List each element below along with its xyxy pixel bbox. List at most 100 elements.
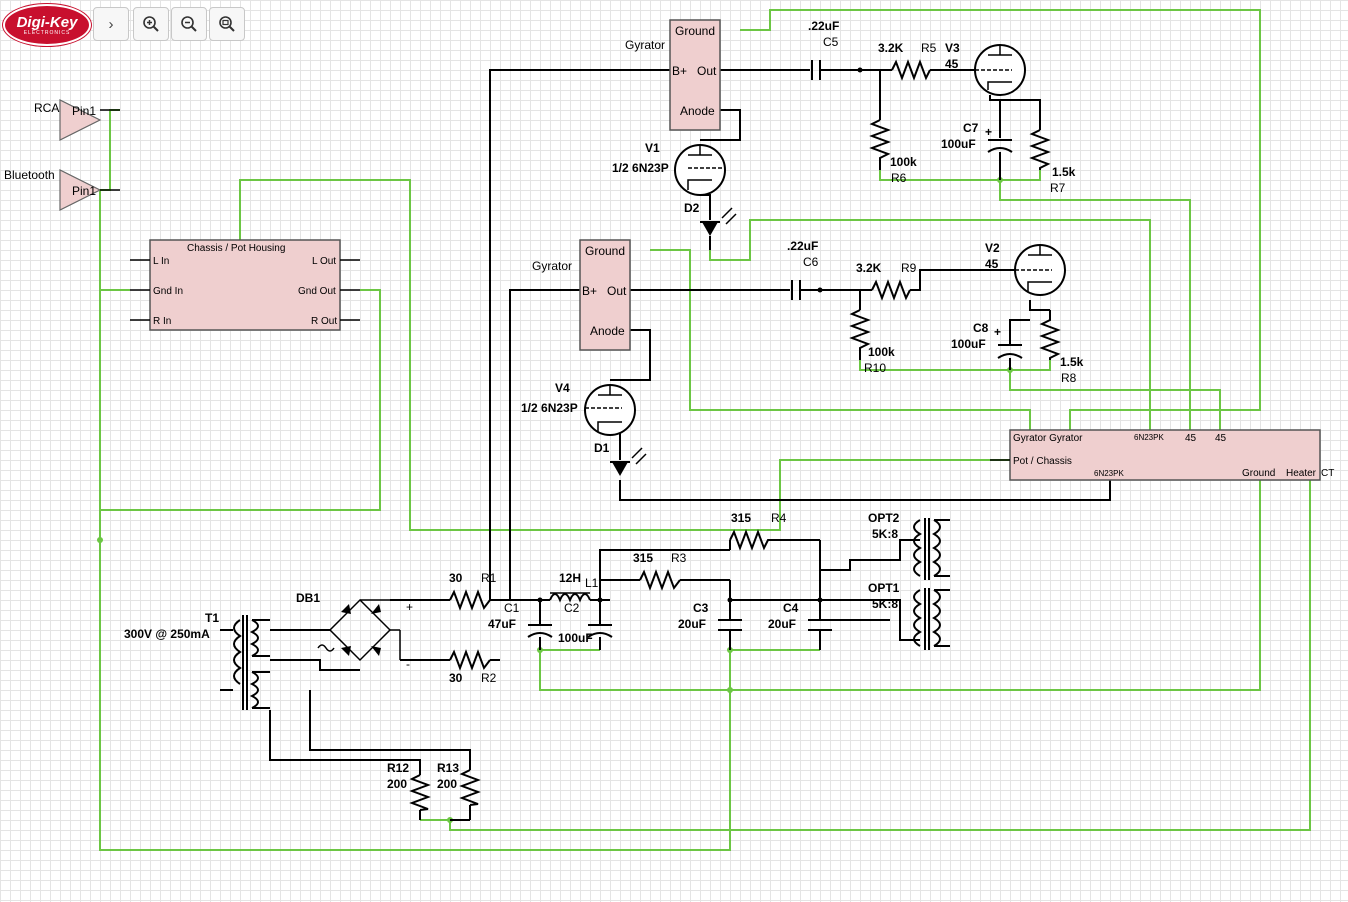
connector-ct: CT: [1321, 468, 1334, 479]
inductor-l1[interactable]: 12H L1: [549, 571, 599, 603]
capacitor-c1[interactable]: C1 47uF: [488, 601, 553, 650]
expand-button[interactable]: ›: [93, 7, 129, 41]
transformer-t1[interactable]: T1 300V @ 250mA: [124, 611, 270, 710]
l1-value: 12H: [559, 571, 581, 585]
led-d1[interactable]: D1: [594, 441, 647, 476]
chassis-l-out: L Out: [312, 256, 336, 267]
r5-value: 3.2K: [878, 41, 904, 55]
c6-value: .22uF: [787, 239, 818, 253]
db1-plus: +: [406, 600, 413, 614]
capacitor-c8[interactable]: + C8 100uF: [951, 321, 1023, 359]
output-transformer-opt2[interactable]: OPT2 5K:8: [868, 511, 950, 580]
resistor-r12[interactable]: R12 200: [387, 761, 431, 811]
gyrator-1-bplus: B+: [672, 64, 687, 78]
r9-value: 3.2K: [856, 261, 882, 275]
tube-v2[interactable]: V2 45: [985, 241, 1066, 296]
bluetooth-input[interactable]: Bluetooth Pin1: [4, 168, 120, 211]
r6-ref: R6: [891, 171, 907, 185]
v1-value: 1/2 6N23P: [612, 161, 669, 175]
resistor-r6[interactable]: 100k R6: [869, 119, 917, 185]
connector-6n23pk-top: 6N23PK: [1134, 433, 1164, 442]
bluetooth-label: Bluetooth: [4, 168, 55, 182]
logo-subtext: ELECTRONICS: [23, 29, 71, 36]
zoom-in-icon: [143, 16, 159, 32]
r4-value: 315: [731, 511, 751, 525]
resistor-r8[interactable]: 1.5k R8: [1039, 310, 1084, 385]
connector-block[interactable]: Gyrator Gyrator 6N23PK 45 45 Pot / Chass…: [990, 429, 1334, 481]
connector-heater: Heater: [1286, 468, 1317, 479]
zoom-out-button[interactable]: [171, 7, 207, 41]
gyrator-2-out: Out: [607, 284, 627, 298]
connector-ground: Ground: [1242, 468, 1275, 479]
c1-ref: C1: [504, 601, 520, 615]
zoom-in-button[interactable]: [133, 7, 169, 41]
opt2-value: 5K:8: [872, 527, 898, 541]
c1-value: 47uF: [488, 617, 516, 631]
c8-ref: C8: [973, 321, 989, 335]
chassis-pot-housing[interactable]: Chassis / Pot Housing L In Gnd In R In L…: [130, 239, 360, 331]
resistor-r2[interactable]: 30 R2: [449, 649, 497, 685]
v3-value: 45: [945, 57, 959, 71]
resistor-r9[interactable]: 3.2K R9: [856, 261, 917, 301]
resistor-r10[interactable]: 100k R10: [849, 309, 895, 375]
r13-value: 200: [437, 777, 457, 791]
connector-gyrator-gyrator: Gyrator Gyrator: [1013, 433, 1083, 444]
led-d2[interactable]: D2: [684, 201, 737, 250]
connector-45a: 45: [1185, 433, 1197, 444]
tube-v4[interactable]: V4 1/2 6N23P: [521, 381, 636, 436]
r12-value: 200: [387, 777, 407, 791]
capacitor-c7[interactable]: + C7 100uF: [941, 121, 1013, 153]
signal-wires: [269, 67, 1111, 821]
opt2-ref: OPT2: [868, 511, 900, 525]
rca-label: RCA: [34, 101, 59, 115]
resistor-r4[interactable]: 315 R4: [729, 511, 787, 551]
db1-minus: -: [406, 657, 410, 671]
gyrator-1[interactable]: Gyrator Ground B+ Out Anode: [625, 19, 721, 131]
resistor-r3[interactable]: 315 R3: [633, 551, 687, 591]
c2-ref: C2: [564, 601, 580, 615]
tube-v1[interactable]: V1 1/2 6N23P: [612, 141, 726, 196]
zoom-fit-button[interactable]: [209, 7, 245, 41]
t1-ref: T1: [205, 611, 219, 625]
rca-input[interactable]: RCA Pin1: [34, 99, 120, 141]
gyrator-2[interactable]: Gyrator Ground B+ Out Anode: [532, 239, 631, 351]
r2-value: 30: [449, 671, 463, 685]
d1-ref: D1: [594, 441, 610, 455]
resistor-r13[interactable]: R13 200: [437, 761, 481, 806]
chassis-r-in: R In: [153, 316, 171, 327]
db1-ref: DB1: [296, 591, 320, 605]
capacitor-c4[interactable]: C4 20uF: [768, 601, 832, 650]
r1-ref: R1: [481, 571, 497, 585]
gyrator-2-bplus: B+: [582, 284, 597, 298]
digikey-logo[interactable]: Digi-Key ELECTRONICS: [3, 4, 91, 46]
opt1-value: 5K:8: [872, 597, 898, 611]
rca-pin-label: Pin1: [72, 104, 96, 118]
capacitor-c6[interactable]: .22uF C6: [787, 239, 819, 300]
bridge-rectifier-db1[interactable]: DB1 + -: [296, 591, 413, 671]
chassis-title: Chassis / Pot Housing: [187, 243, 285, 254]
connector-45b: 45: [1215, 433, 1227, 444]
gyrator-1-label: Gyrator: [625, 38, 665, 52]
resistor-r1[interactable]: 30 R1: [449, 571, 497, 611]
output-transformer-opt1[interactable]: OPT1 5K:8: [868, 581, 950, 650]
r3-ref: R3: [671, 551, 687, 565]
c5-ref: C5: [823, 35, 839, 49]
resistor-r5[interactable]: 3.2K R5: [878, 41, 937, 81]
r7-ref: R7: [1050, 181, 1066, 195]
resistor-r7[interactable]: 1.5k R7: [1029, 129, 1076, 195]
zoom-fit-icon: [219, 16, 235, 32]
chassis-l-in: L In: [153, 256, 169, 267]
c8-plus: +: [994, 325, 1001, 339]
capacitor-c3[interactable]: C3 20uF: [678, 601, 742, 650]
v2-value: 45: [985, 257, 999, 271]
c7-plus: +: [985, 125, 992, 139]
r13-ref: R13: [437, 761, 459, 775]
tube-v3[interactable]: V3 45: [945, 41, 1026, 96]
chassis-gnd-in: Gnd In: [153, 286, 183, 297]
r5-ref: R5: [921, 41, 937, 55]
c3-value: 20uF: [678, 617, 706, 631]
connector-pot-chassis: Pot / Chassis: [1013, 456, 1072, 467]
capacitor-c2[interactable]: C2 100uF: [558, 601, 613, 650]
capacitor-c5[interactable]: .22uF C5: [808, 19, 839, 80]
